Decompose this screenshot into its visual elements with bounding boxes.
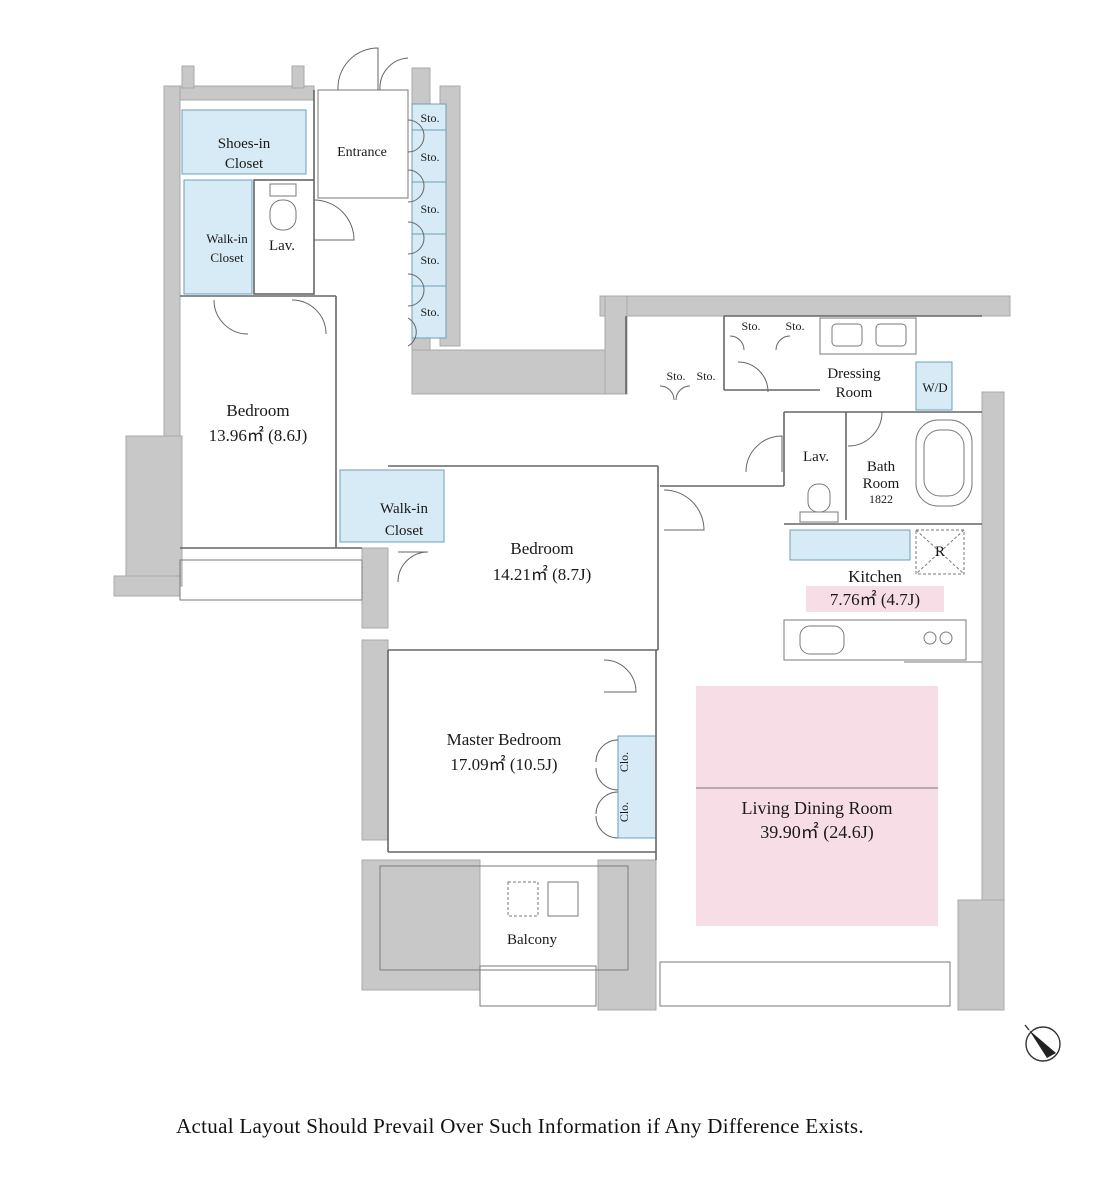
closet-label: Clo.	[617, 752, 631, 772]
bath-room-label-2: Room	[863, 476, 900, 492]
walkin-closet-1-label-2: Closet	[210, 250, 244, 265]
ldr-area: 39.90㎡ (24.6J)	[760, 821, 874, 843]
kitchen-name: Kitchen	[848, 567, 902, 586]
kitchen-area-highlight	[806, 586, 944, 612]
storage-label: Sto.	[696, 369, 715, 383]
lav-2-label: Lav.	[803, 449, 829, 465]
storage-label: Sto.	[420, 111, 439, 125]
bedroom-2-name: Bedroom	[510, 539, 573, 558]
kitchen-area: 7.76㎡ (4.7J)	[830, 590, 920, 609]
bath-room-label-3: 1822	[869, 492, 893, 506]
storage-label: Sto.	[420, 253, 439, 267]
ldr-name: Living Dining Room	[741, 798, 892, 818]
lav-1-label: Lav.	[269, 238, 295, 254]
shoes-closet-label-2: Closet	[225, 156, 264, 172]
room-labels: Shoes-in Closet Entrance Walk-in Closet …	[206, 136, 947, 948]
compass-north-icon	[1024, 1024, 1061, 1062]
bedroom-1-area: 13.96㎡ (8.6J)	[209, 426, 308, 445]
storage-label: Sto.	[785, 319, 804, 333]
walkin-closet-2-label-1: Walk-in	[380, 501, 428, 517]
disclaimer-text: Actual Layout Should Prevail Over Such I…	[176, 1114, 864, 1138]
balcony-label: Balcony	[507, 932, 557, 948]
shoes-closet-label-1: Shoes-in	[218, 136, 271, 152]
bedroom-1-name: Bedroom	[226, 401, 289, 420]
living-dining-area	[696, 686, 938, 926]
washer-dryer-label: W/D	[922, 380, 947, 395]
refrigerator-label: R	[935, 544, 945, 560]
doors	[213, 47, 883, 839]
master-bedroom-name: Master Bedroom	[447, 730, 562, 749]
storage-labels: Sto. Sto. Sto. Sto. Sto. Sto. Sto. Sto. …	[420, 111, 804, 822]
floor-plan: Shoes-in Closet Entrance Walk-in Closet …	[113, 47, 1061, 1062]
storage-label: Sto.	[420, 305, 439, 319]
entrance-label: Entrance	[337, 145, 387, 160]
bath-room-label-1: Bath	[867, 459, 896, 475]
master-bedroom-area: 17.09㎡ (10.5J)	[450, 755, 557, 774]
storage-label: Sto.	[420, 202, 439, 216]
dressing-room-label-1: Dressing	[827, 366, 881, 382]
storage-label: Sto.	[666, 369, 685, 383]
storage-label: Sto.	[741, 319, 760, 333]
storage-label: Sto.	[420, 150, 439, 164]
walkin-closet-2-label-2: Closet	[385, 523, 424, 539]
walkin-closet-1-label-1: Walk-in	[206, 231, 248, 246]
interior-walls	[179, 89, 982, 1007]
closet-label: Clo.	[617, 802, 631, 822]
bedroom-2-area: 14.21㎡ (8.7J)	[493, 565, 592, 584]
storage-areas	[181, 103, 953, 839]
dressing-room-label-2: Room	[836, 385, 873, 401]
